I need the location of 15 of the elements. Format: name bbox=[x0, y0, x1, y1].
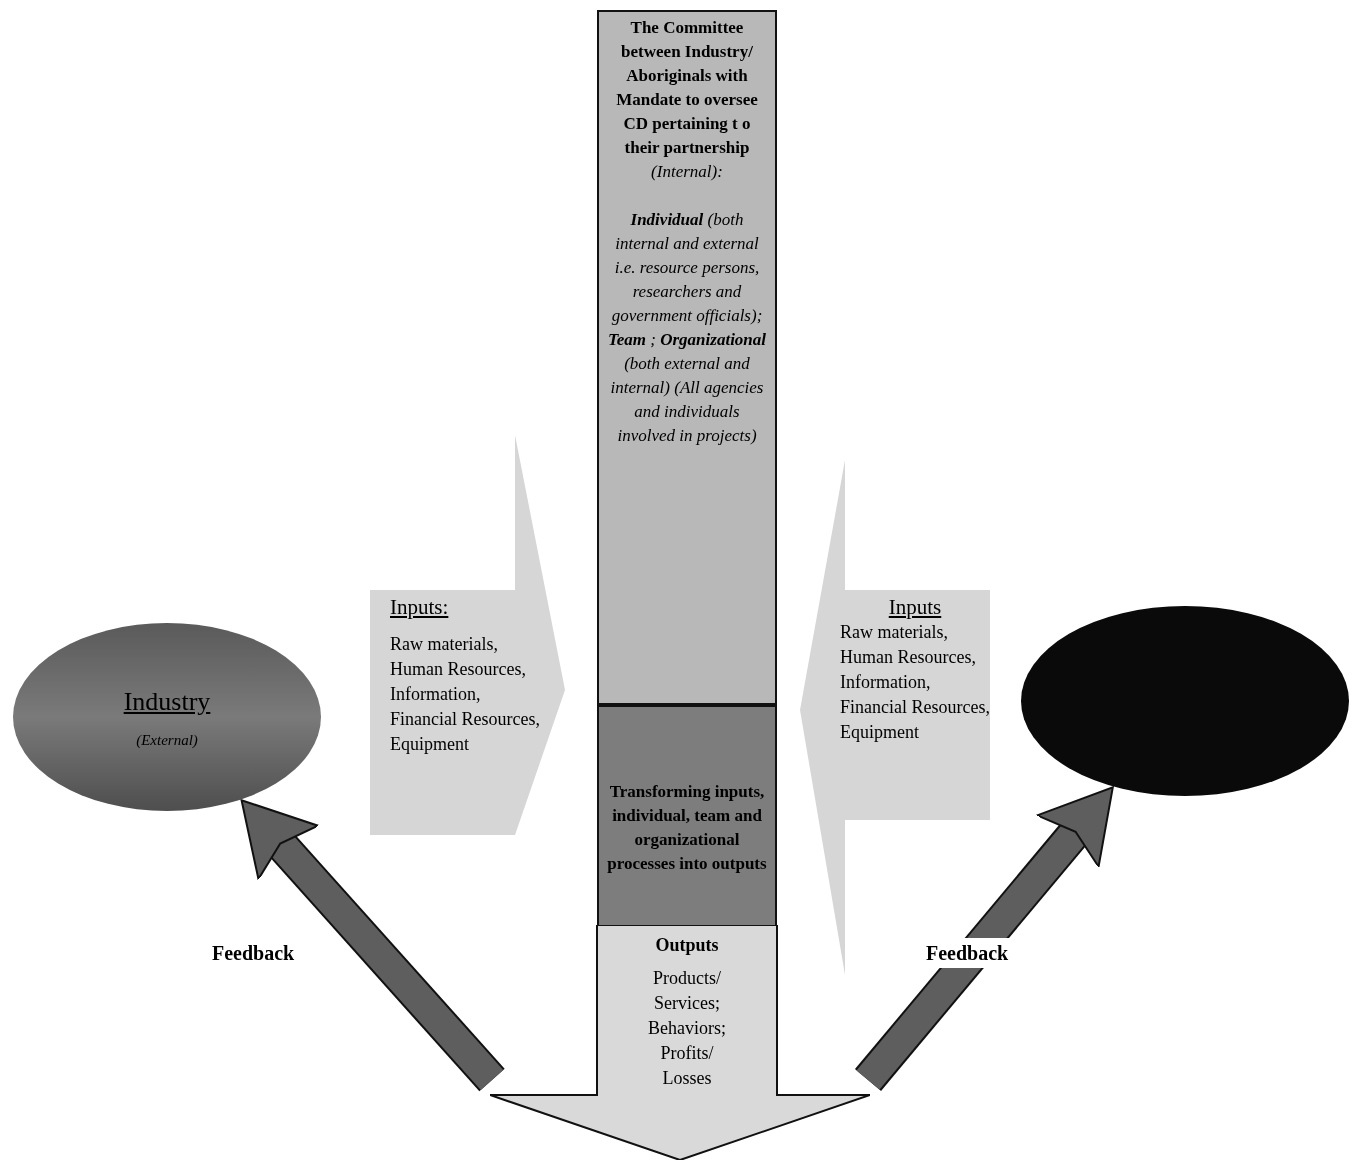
feedback-arrow bbox=[240, 799, 505, 1092]
ellipse-title: Industry bbox=[123, 686, 211, 719]
committee-column bbox=[597, 10, 777, 705]
inputs-heading: Inputs: bbox=[390, 595, 450, 620]
feedback-arrow bbox=[854, 786, 1114, 1091]
outputs-heading: Outputs bbox=[655, 934, 719, 957]
outputs-list: Products/ Services; Behaviors; Profits/ Losses bbox=[637, 966, 737, 1091]
inputs-list: Raw materials, Human Resources, Information, Financial Resources, Equipment bbox=[840, 620, 990, 745]
committee-levels-text: Individual (both internal and external i.e. resource persons, researchers and government officials); Team ; Organizational (both external and internal) (All agencies and individuals involved in projects) bbox=[607, 209, 767, 447]
transforming-box bbox=[597, 705, 777, 925]
inputs-list: Raw materials, Human Resources, Information, Financial Resources, Equipment bbox=[390, 632, 540, 757]
committee-heading: The Committee between Industry/ Aboriginals with Mandate to oversee CD pertaining t o their partnership (Internal): bbox=[615, 17, 759, 183]
transforming-text: Transforming inputs, individual, team and organizational processes into outputs bbox=[607, 781, 767, 875]
inputs-heading: Inputs bbox=[888, 595, 942, 620]
ellipse-subtitle: (External) bbox=[136, 731, 198, 751]
